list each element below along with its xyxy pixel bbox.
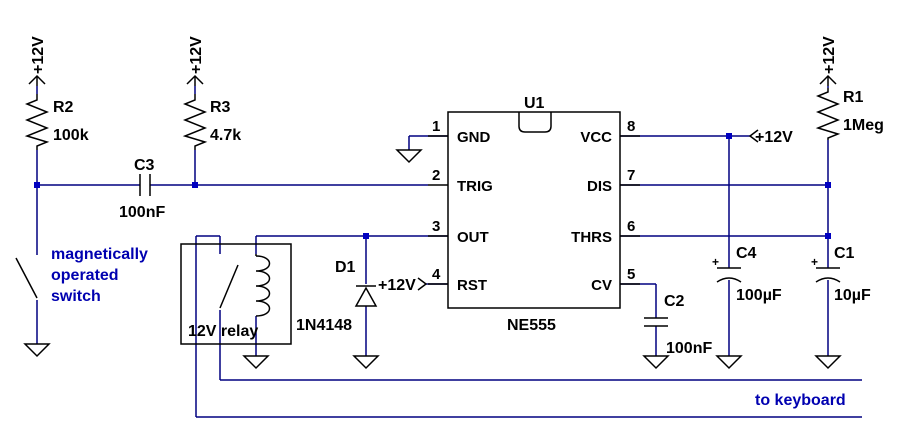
keyboard-note: to keyboard — [755, 392, 846, 409]
supply-arrow — [417, 277, 428, 291]
ground-icon — [814, 355, 842, 370]
switch-note-line3: switch — [51, 288, 101, 305]
resistor-r1 — [815, 88, 841, 140]
supply-label-r1: +12V — [821, 36, 838, 74]
ground-icon — [395, 149, 423, 164]
junction-dot — [192, 182, 198, 188]
c3-value: 100nF — [119, 204, 165, 221]
c4-ref: C4 — [736, 245, 757, 262]
c3-ref: C3 — [134, 157, 155, 174]
switch-blade — [15, 257, 38, 299]
ground-icon — [23, 343, 51, 358]
r1-ref: R1 — [843, 89, 864, 106]
pin-6-number: 6 — [627, 218, 635, 235]
r1-value: 1Meg — [843, 117, 884, 134]
pin-1-number: 1 — [432, 118, 440, 135]
ground-icon — [715, 355, 743, 370]
pin-4-name: RST — [457, 277, 487, 294]
d1-ref: D1 — [335, 259, 356, 276]
capacitor-c1-curved-plate — [815, 277, 841, 283]
junctions — [34, 133, 831, 239]
relay-box — [180, 243, 292, 345]
supply-label-r2: +12V — [30, 36, 47, 74]
r3-value: 4.7k — [210, 127, 241, 144]
supply-label-vcc: +12V — [755, 129, 793, 146]
pin-5-name: CV — [591, 277, 612, 294]
junction-dot — [726, 133, 732, 139]
c4-value: 100µF — [736, 287, 782, 304]
r2-value: 100k — [53, 127, 89, 144]
c1-ref: C1 — [834, 245, 855, 262]
pin-1-name: GND — [457, 129, 491, 146]
relay-label: 12V relay — [188, 323, 258, 340]
supply-arrow — [748, 129, 759, 143]
pin-5-number: 5 — [627, 266, 635, 283]
junction-dot — [34, 182, 40, 188]
ground-icon — [352, 355, 380, 370]
ground-icon — [242, 355, 270, 370]
resistor-r2 — [24, 94, 50, 150]
pin-8-name: VCC — [580, 129, 612, 146]
supply-label-r3: +12V — [188, 36, 205, 74]
supply-label-rst: +12V — [378, 277, 416, 294]
c1-plus: + — [811, 255, 818, 269]
wires — [36, 86, 862, 418]
c2-value: 100nF — [666, 340, 712, 357]
d1-value: 1N4148 — [296, 317, 352, 334]
junction-dot — [825, 182, 831, 188]
pin-7-number: 7 — [627, 167, 635, 184]
junction-dot — [363, 233, 369, 239]
c4-plus: + — [712, 255, 719, 269]
pin-7-name: DIS — [587, 178, 612, 195]
pin-2-number: 2 — [432, 167, 440, 184]
switch-note-line1: magnetically — [51, 246, 148, 263]
u1-value: NE555 — [507, 317, 556, 334]
relay-contact-blade — [219, 264, 239, 309]
ic-u1: U1 NE555 1 GND 2 TRIG 3 OUT 4 RST 8 VCC … — [428, 95, 640, 334]
ground-symbols — [23, 149, 842, 370]
pin-4-number: 4 — [432, 266, 441, 283]
pin-3-name: OUT — [457, 229, 489, 246]
ic-notch — [518, 112, 552, 133]
pin-2-name: TRIG — [457, 178, 493, 195]
diode-d1-body — [354, 286, 378, 307]
ground-icon — [642, 355, 670, 370]
r2-ref: R2 — [53, 99, 74, 116]
pin-3-number: 3 — [432, 218, 440, 235]
junction-dot — [825, 233, 831, 239]
resistor-r3 — [182, 94, 208, 150]
c2-ref: C2 — [664, 293, 685, 310]
pin-6-name: THRS — [571, 229, 612, 246]
r3-ref: R3 — [210, 99, 231, 116]
relay-coil — [255, 255, 271, 317]
ic-body — [447, 111, 621, 309]
capacitor-c4-curved-plate — [716, 277, 742, 283]
c1-value: 10µF — [834, 287, 871, 304]
pin-8-number: 8 — [627, 118, 635, 135]
supply-symbols — [28, 74, 837, 291]
switch-note-line2: operated — [51, 267, 119, 284]
u1-ref: U1 — [524, 95, 545, 112]
